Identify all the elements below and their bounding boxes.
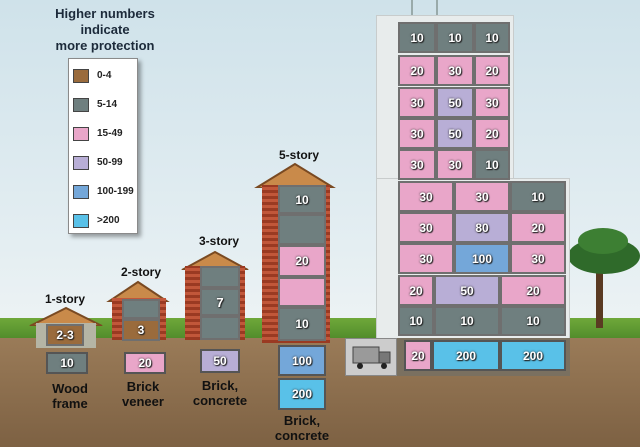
highrise-room: 30	[510, 243, 566, 274]
five-story-floor-4	[278, 214, 326, 245]
tree	[568, 228, 640, 328]
two-story-title: 2-story	[120, 265, 161, 279]
five-story-title: 5-story	[278, 148, 319, 162]
legend: 0-4 5-14 15-49 50-99 100-199 >200	[68, 58, 138, 234]
legend-swatch	[73, 126, 89, 141]
tower-room: 30	[436, 55, 474, 86]
highrise-room: 30	[398, 243, 454, 274]
legend-label: 15-49	[97, 128, 123, 139]
five-story-roof	[254, 162, 336, 188]
legend-item: 50-99	[69, 148, 137, 177]
legend-label: 5-14	[97, 99, 118, 110]
tower-room: 30	[398, 118, 436, 149]
three-story-ground-room	[200, 316, 240, 340]
antenna-right	[436, 0, 438, 16]
legend-swatch	[73, 155, 89, 170]
legend-label: 100-199	[97, 186, 134, 197]
two-story-room: 3	[122, 319, 160, 341]
highrise-room: 100	[454, 243, 510, 274]
five-story-floor-2	[278, 277, 326, 307]
three-story-top-room	[200, 266, 240, 288]
three-story-roof	[181, 250, 249, 270]
tower-room: 30	[398, 149, 436, 180]
legend-item: >200	[69, 206, 137, 235]
highrise-room: 10	[510, 181, 566, 212]
header-line-1: Higher numbers	[55, 6, 155, 21]
two-story-type-1: Brick	[126, 379, 160, 394]
three-story-basement: 50	[200, 349, 240, 373]
highrise-room: 30	[454, 181, 510, 212]
highrise-room: 10	[500, 306, 566, 336]
highrise-room: 30	[398, 181, 454, 212]
highrise-room: 20	[500, 275, 566, 306]
three-story-middle-room: 7	[200, 288, 240, 316]
five-story-floor-5: 10	[278, 185, 326, 214]
five-story-basement-2: 200	[278, 378, 326, 410]
legend-item: 0-4	[69, 61, 137, 90]
highrise-room: 20	[398, 275, 434, 306]
highrise-room: 80	[454, 212, 510, 243]
highrise-basement-room: 200	[432, 340, 500, 371]
highrise-room: 10	[398, 306, 434, 336]
two-story-type-2: veneer	[122, 394, 164, 409]
legend-swatch	[73, 213, 89, 228]
legend-swatch	[73, 68, 89, 83]
legend-label: 50-99	[97, 157, 123, 168]
legend-swatch	[73, 184, 89, 199]
highrise-room: 30	[398, 212, 454, 243]
truck-icon	[352, 346, 391, 369]
legend-item: 15-49	[69, 119, 137, 148]
three-story-title: 3-story	[198, 234, 239, 248]
five-story-floor-3: 20	[278, 245, 326, 277]
highrise-room: 50	[434, 275, 500, 306]
highrise-room: 10	[434, 306, 500, 336]
antenna-left	[411, 0, 413, 16]
tower-room: 20	[474, 118, 510, 149]
five-story-type-1: Brick,	[283, 413, 321, 428]
three-story-type-1: Brick,	[201, 378, 239, 393]
tower-room: 30	[398, 87, 436, 118]
tower-room: 10	[398, 22, 436, 53]
five-story-basement-1: 100	[278, 345, 326, 376]
one-story-room: 2-3	[46, 324, 84, 346]
highrise-basement-room: 20	[404, 340, 432, 371]
tower-room: 20	[474, 55, 510, 86]
tower-room: 20	[398, 55, 436, 86]
one-story-type-2: frame	[52, 396, 88, 411]
one-story-title: 1-story	[44, 292, 85, 306]
legend-item: 100-199	[69, 177, 137, 206]
tower-room: 10	[474, 22, 510, 53]
tower-room: 10	[474, 149, 510, 180]
one-story-roof	[29, 306, 103, 326]
legend-swatch	[73, 97, 89, 112]
header-line-3: more protection	[55, 38, 155, 53]
one-story-type-1: Wood	[52, 381, 88, 396]
one-story-basement: 10	[46, 352, 88, 374]
five-story-floor-1: 10	[278, 307, 326, 341]
tower-room: 30	[436, 149, 474, 180]
three-story-type-2: concrete	[192, 393, 248, 408]
two-story-basement: 20	[124, 352, 166, 374]
highrise-basement-room: 200	[500, 340, 566, 371]
legend-label: >200	[97, 215, 120, 226]
header-line-2: indicate	[80, 22, 130, 37]
five-story-type-2: concrete	[274, 428, 330, 443]
tower-room: 50	[436, 87, 474, 118]
tower-room: 50	[436, 118, 474, 149]
two-story-roof	[106, 280, 170, 302]
legend-label: 0-4	[97, 70, 112, 81]
tower-room: 10	[436, 22, 474, 53]
two-story-upper-room	[122, 299, 160, 319]
highrise-room: 20	[510, 212, 566, 243]
tower-room: 30	[474, 87, 510, 118]
legend-item: 5-14	[69, 90, 137, 119]
